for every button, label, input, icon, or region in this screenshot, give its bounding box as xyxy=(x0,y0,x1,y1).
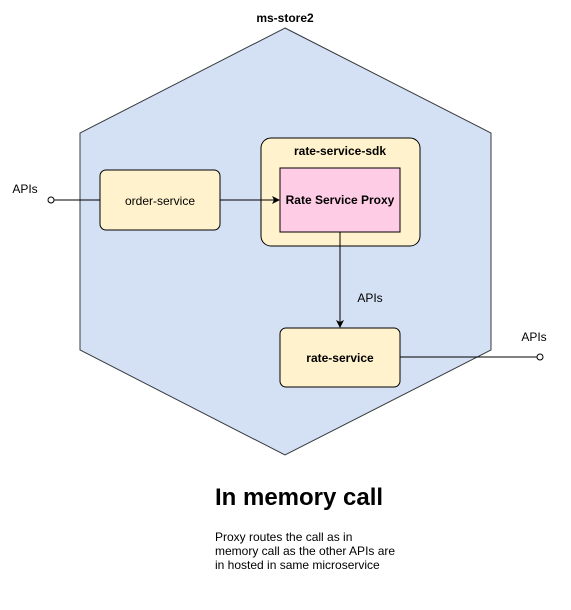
proxy-box[interactable] xyxy=(279,167,401,233)
order-service-label: order-service xyxy=(125,194,195,208)
caption-body: Proxy routes the call as in memory call … xyxy=(215,530,415,572)
right-api-label: APIs xyxy=(521,330,546,344)
right-api-endpoint[interactable] xyxy=(536,353,544,361)
sdk-label: rate-service-sdk xyxy=(294,144,386,158)
caption-line: memory call as the other APIs are xyxy=(215,544,396,558)
proxy-label: Rate Service Proxy xyxy=(286,193,395,207)
container-label: ms-store2 xyxy=(256,11,314,25)
caption-line: Proxy routes the call as in xyxy=(215,530,353,544)
caption-line: in hosted in same microservice xyxy=(215,558,380,572)
rate-service-label: rate-service xyxy=(306,351,374,365)
left-api-endpoint[interactable] xyxy=(47,196,55,204)
middle-api-label: APIs xyxy=(357,291,382,305)
caption-title: In memory call xyxy=(215,484,384,511)
left-api-label: APIs xyxy=(12,182,37,196)
